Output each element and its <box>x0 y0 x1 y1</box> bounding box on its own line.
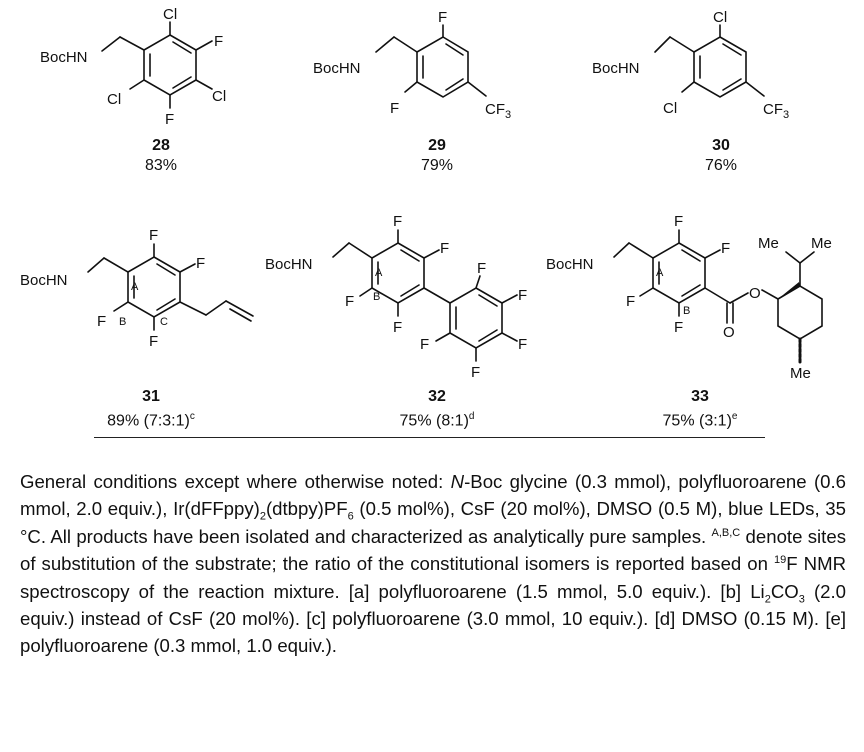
compound-caption-31: 31 89% (7:3:1)c <box>71 387 231 431</box>
compound-yield: 75% (8:1)d <box>399 411 475 430</box>
structure-30: BocHN Cl Cl CF3 <box>592 9 789 121</box>
structure-28: BocHN Cl F Cl Cl F <box>40 6 226 128</box>
cf3-label: CF3 <box>763 101 789 121</box>
cl-label: Cl <box>107 91 121 108</box>
bochn-label: BocHN <box>546 256 594 273</box>
table-rule <box>94 437 765 438</box>
bochn-label: BocHN <box>265 256 313 273</box>
f-label: F <box>518 287 527 304</box>
site-a-label: A <box>656 267 664 279</box>
structure-33: BocHN F F F F O O Me Me Me A B <box>546 213 832 382</box>
f-label: F <box>477 260 486 277</box>
structure-31: BocHN F F F F A B C <box>20 227 254 350</box>
f-label: F <box>149 333 158 350</box>
site-a-label: A <box>131 281 139 293</box>
site-a-label: A <box>375 267 383 279</box>
compound-caption-30: 30 76% <box>641 136 801 176</box>
f-label: F <box>149 227 158 244</box>
bochn-label: BocHN <box>20 272 68 289</box>
f-label: F <box>440 240 449 257</box>
site-c-label: C <box>160 316 168 328</box>
f-label: F <box>420 336 429 353</box>
bochn-label: BocHN <box>40 49 88 66</box>
compound-number: 33 <box>691 388 709 405</box>
site-b-label: B <box>373 291 380 303</box>
f-label: F <box>674 213 683 230</box>
cl-label: Cl <box>663 100 677 117</box>
cf3-label: CF3 <box>485 101 511 121</box>
compound-yield: 89% (7:3:1)c <box>107 411 195 430</box>
compound-number: 32 <box>428 388 446 405</box>
f-label: F <box>165 111 174 128</box>
structure-29: BocHN F F CF3 <box>313 9 511 121</box>
compound-yield: 75% (3:1)e <box>662 411 738 430</box>
structures-svg: BocHN Cl F Cl Cl F BocHN F F CF3 <box>20 6 832 382</box>
bochn-label: BocHN <box>592 60 640 77</box>
compound-caption-32: 32 75% (8:1)d <box>357 387 517 431</box>
f-label: F <box>438 9 447 26</box>
f-label: F <box>393 213 402 230</box>
f-label: F <box>393 319 402 336</box>
structure-32: BocHN F F F F F F F F F A B <box>265 213 527 381</box>
f-label: F <box>214 33 223 50</box>
f-label: F <box>674 319 683 336</box>
f-label: F <box>626 293 635 310</box>
compound-yield: 76% <box>704 157 738 174</box>
cl-label: Cl <box>713 9 727 26</box>
me-label: Me <box>758 235 779 252</box>
compound-yield: 83% <box>144 157 178 174</box>
compound-caption-28: 28 83% <box>81 136 241 176</box>
cl-label: Cl <box>163 6 177 23</box>
compound-caption-29: 29 79% <box>357 136 517 176</box>
f-label: F <box>518 336 527 353</box>
me-label: Me <box>790 365 811 382</box>
f-label: F <box>471 364 480 381</box>
compound-number: 28 <box>152 137 170 154</box>
compound-number: 31 <box>142 388 160 405</box>
f-label: F <box>390 100 399 117</box>
site-b-label: B <box>683 305 690 317</box>
bochn-label: BocHN <box>313 60 361 77</box>
f-label: F <box>196 255 205 272</box>
compound-yield: 79% <box>420 157 454 174</box>
f-label: F <box>97 313 106 330</box>
product-scheme: BocHN Cl F Cl Cl F BocHN F F CF3 <box>20 6 832 431</box>
compound-number: 30 <box>712 137 730 154</box>
oxygen-label: O <box>723 324 735 341</box>
f-label: F <box>721 240 730 257</box>
general-conditions-footnote: General conditions except where otherwis… <box>20 471 846 657</box>
oxygen-label: O <box>749 285 761 302</box>
site-b-label: B <box>119 316 126 328</box>
cl-label: Cl <box>212 88 226 105</box>
me-label: Me <box>811 235 832 252</box>
compound-number: 29 <box>428 137 446 154</box>
compound-caption-33: 33 75% (3:1)e <box>620 387 780 431</box>
f-label: F <box>345 293 354 310</box>
